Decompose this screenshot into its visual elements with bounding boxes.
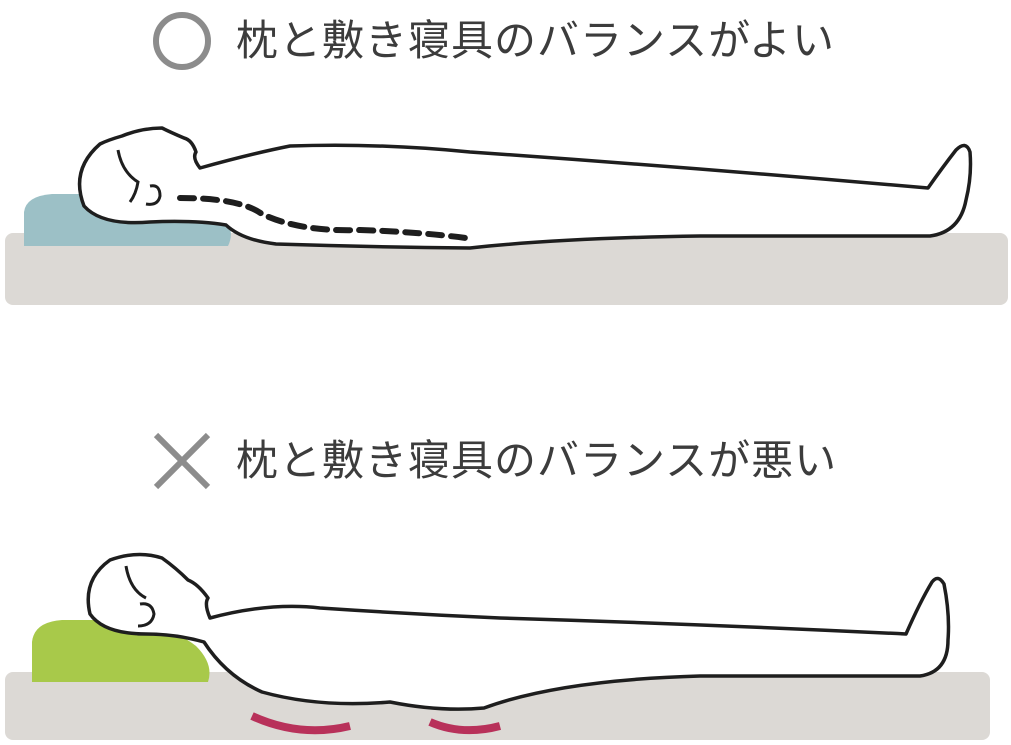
circle-icon	[153, 12, 211, 70]
good-balance-illustration	[5, 126, 1008, 305]
good-balance-scene: 枕と敷き寝具のバランスがよい	[0, 0, 1011, 320]
bad-balance-heading: 枕と敷き寝具のバランスが悪い	[150, 426, 837, 496]
good-balance-label: 枕と敷き寝具のバランスがよい	[236, 16, 836, 65]
mattress	[5, 672, 990, 740]
body-outline-bad	[86, 552, 951, 711]
hairline-good	[116, 149, 140, 203]
spine-line-good	[177, 195, 469, 241]
ear-bad	[137, 602, 156, 628]
bad-balance-label: 枕と敷き寝具のバランスが悪い	[236, 436, 838, 485]
body-outline-good	[77, 126, 973, 250]
bad-balance-illustration	[5, 552, 990, 740]
pressure-arc-hip	[428, 718, 502, 735]
cross-icon	[153, 432, 211, 490]
good-balance-heading: 枕と敷き寝具のバランスがよい	[150, 6, 835, 76]
hairline-bad	[124, 565, 147, 600]
ear-good	[145, 184, 162, 206]
mattress	[5, 233, 1008, 305]
pressure-arc-back	[250, 712, 351, 735]
bad-balance-scene: 枕と敷き寝具のバランスが悪い	[0, 420, 1011, 745]
